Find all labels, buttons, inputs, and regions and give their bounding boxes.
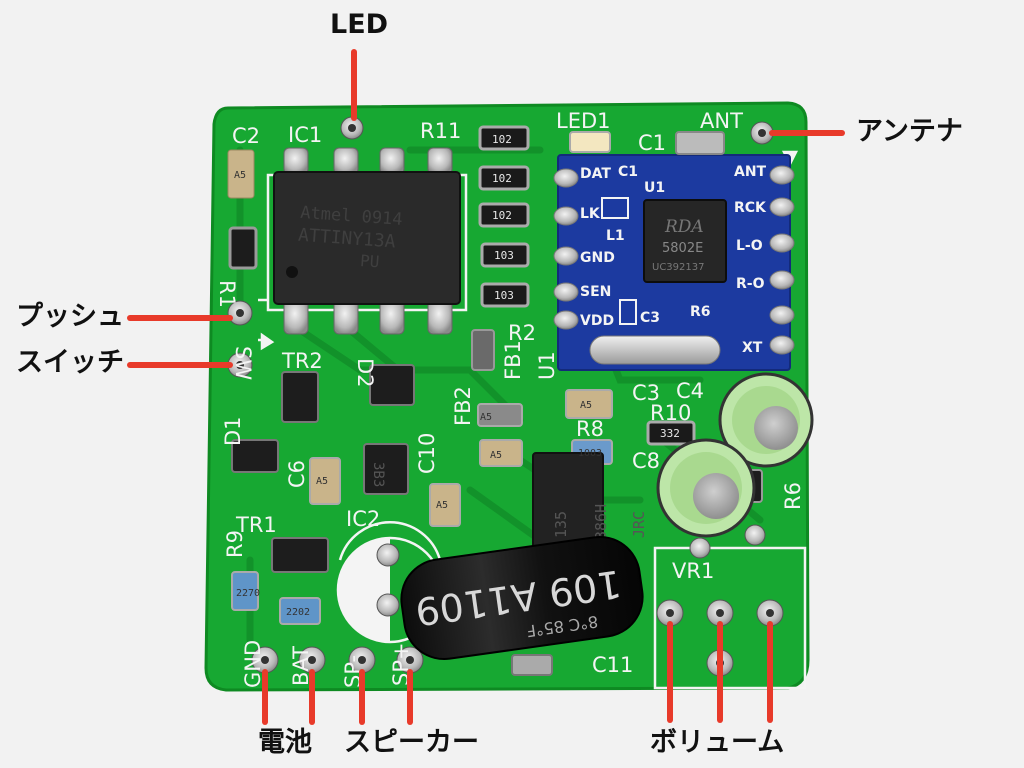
silk-ic2: IC2 [346, 507, 380, 531]
capacitor-c8 [656, 438, 756, 538]
code-a5-1: A5 [234, 170, 246, 181]
silk-ant: ANT [700, 109, 743, 133]
silk-d1: D1 [221, 416, 245, 446]
module-vdd: VDD [580, 313, 614, 329]
code-a5-3: A5 [580, 400, 592, 411]
callout-led: LED [330, 9, 389, 40]
radio-module-castellations [553, 165, 795, 355]
module-silkscreen: DAT C1 U1 LK L1 GND SEN VDD C3 ANT RCK L… [580, 164, 767, 356]
module-lk: LK [580, 206, 601, 222]
part-codes-dark: A5 A5 A5 A5 A5 A5 1003 2270 2202 [234, 170, 602, 618]
module-dat: DAT [580, 166, 611, 182]
callout-antenna: アンテナ [856, 116, 963, 147]
ic1-marking-3: PU [359, 251, 380, 271]
silk-c2: C2 [232, 124, 260, 148]
silk-gnd: GND [241, 640, 265, 688]
silk-fb1: FB1 [501, 340, 525, 380]
silk-c11: C11 [592, 653, 633, 677]
silk-r11: R11 [420, 119, 461, 143]
silk-c8: C8 [632, 449, 660, 473]
radio-chip-text2: UC392137 [652, 262, 704, 273]
radio-chip-text1: 5802E [662, 241, 703, 256]
callout-battery: 電池 [258, 727, 312, 758]
silk-d2: D2 [353, 358, 377, 388]
module-gnd: GND [580, 250, 615, 266]
module-r-out: R-O [736, 276, 765, 292]
silk-r6: R6 [781, 482, 805, 510]
module-sen: SEN [580, 284, 611, 300]
silk-r10: R10 [650, 401, 691, 425]
silk-ic1: IC1 [288, 123, 322, 147]
capacitor-c11: 109 A1109 8°C 85°F [400, 535, 644, 661]
module-c3-label: C3 [640, 310, 660, 326]
code-r2: 103 [494, 289, 514, 302]
ic1-pin1-dot [286, 266, 298, 278]
code-r11a: 102 [492, 133, 512, 146]
smd-components [227, 125, 763, 676]
pcb-silkscreen-labels: C2 IC1 R11 LED1 C1 ANT R1 SW TR2 D2 D1 C… [215, 109, 805, 688]
code-r8: 1003 [578, 448, 602, 459]
silk-fb2: FB2 [451, 386, 475, 426]
crystal [589, 335, 721, 365]
module-xt: XT [742, 340, 763, 356]
module-l1 [601, 197, 629, 219]
code-r1: 103 [494, 249, 514, 262]
silk-r1: R1 [215, 280, 239, 308]
code-r11b: 102 [492, 172, 512, 185]
code-r9: 2270 [236, 588, 260, 599]
module-ant: ANT [734, 164, 767, 180]
radio-chip [643, 199, 727, 283]
silk-c4: C4 [676, 379, 704, 403]
silk-r2: R2 [508, 321, 536, 345]
module-c1: C1 [618, 164, 638, 180]
silk-led1: LED1 [556, 109, 611, 133]
code-r-bot: 2202 [286, 607, 310, 618]
code-a5-4: A5 [316, 476, 328, 487]
code-r10: 332 [660, 427, 680, 440]
code-a5-6: A5 [480, 412, 492, 423]
speaker-half-moon [338, 538, 390, 642]
part-codes: 102 102 102 103 103 332 [492, 133, 680, 440]
silk-r8: R8 [576, 417, 604, 441]
capacitor-c4 [718, 372, 814, 468]
silk-u1: U1 [535, 351, 559, 380]
silk-c1: C1 [638, 131, 666, 155]
ic2-marking-1: 135 [552, 511, 570, 538]
silk-c3: C3 [632, 381, 660, 405]
silk-r9: R9 [223, 530, 247, 558]
through-hole-pads [227, 116, 784, 677]
silk-c6: C6 [285, 460, 309, 488]
silk-c10: C10 [415, 433, 439, 474]
code-a5-2: A5 [490, 450, 502, 461]
ic2-marking-2: 386H [592, 504, 610, 540]
silk-tr2: TR2 [281, 349, 323, 373]
module-l-out: L-O [736, 238, 763, 254]
callout-speaker: スピーカー [344, 727, 479, 758]
module-l1-label: L1 [606, 228, 625, 244]
module-c3 [619, 299, 637, 325]
callout-lines [127, 49, 845, 725]
silk-vr1: VR1 [672, 559, 714, 583]
ic1-chip [273, 171, 461, 305]
silk-sw: SW [231, 346, 255, 380]
silk-tr1: TR1 [235, 513, 277, 537]
code-a5-5: A5 [436, 500, 448, 511]
module-u1: U1 [644, 180, 665, 196]
module-r6: R6 [690, 304, 711, 320]
callout-volume: ボリューム [650, 727, 785, 758]
radio-chip-logo: RDA [664, 217, 704, 237]
module-rck: RCK [734, 200, 767, 216]
callout-push-switch-1: プッシュ [16, 301, 124, 332]
tr-3b3: 3B3 [370, 462, 386, 487]
ic2-marking-3: JRC [630, 511, 648, 538]
code-r11c: 102 [492, 209, 512, 222]
callout-push-switch-2: スイッチ [16, 347, 124, 378]
